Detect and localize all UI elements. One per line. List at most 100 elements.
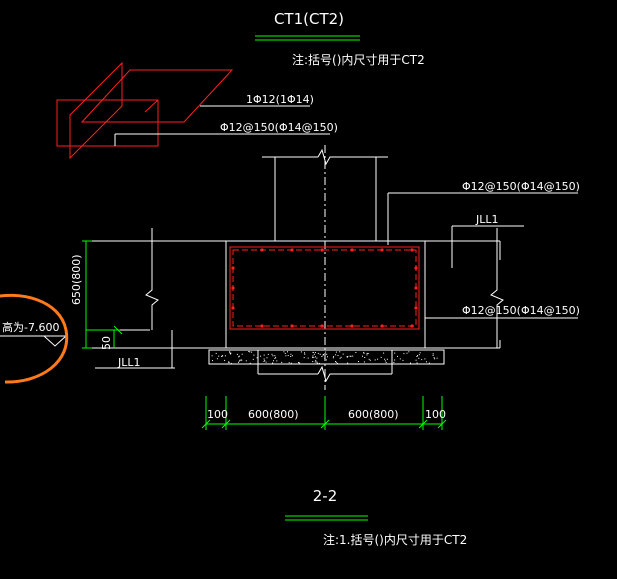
rebar-dot <box>290 324 294 328</box>
speckle-dot <box>340 356 342 358</box>
speckle-dot <box>368 358 370 360</box>
speckle-dot <box>271 353 273 355</box>
speckle-dot <box>325 351 327 353</box>
rebar-dot <box>260 248 264 252</box>
speckle-dot <box>397 355 398 357</box>
speckle-dot <box>394 359 396 361</box>
speckle-dot <box>339 351 341 353</box>
blinding-texture <box>211 351 438 364</box>
speckle-dot <box>410 362 411 364</box>
note-top: 注:括号()内尺寸用于CT2 <box>292 52 425 67</box>
speckle-dot <box>260 355 262 357</box>
speckle-dot <box>322 354 324 356</box>
speckle-dot <box>251 351 253 353</box>
speckle-dot <box>358 361 359 362</box>
speckle-dot <box>314 352 316 354</box>
break-line-right <box>490 228 504 348</box>
speckle-dot <box>221 355 223 357</box>
rebar-dot <box>380 324 384 328</box>
rebar-dot <box>414 286 418 290</box>
speckle-dot <box>230 362 232 364</box>
speckle-dot <box>272 362 274 364</box>
rebar-dot <box>231 266 235 270</box>
speckle-dot <box>325 359 327 361</box>
speckle-dot <box>316 357 318 359</box>
dim-height <box>82 240 123 349</box>
speckle-dot <box>383 352 385 354</box>
rebar-dot <box>260 324 264 328</box>
speckle-dot <box>263 361 265 362</box>
speckle-dot <box>324 357 326 359</box>
speckle-dot <box>393 362 395 363</box>
rebar-dot <box>350 248 354 252</box>
speckle-dot <box>363 361 365 363</box>
speckle-dot <box>323 354 324 355</box>
speckle-dot <box>228 362 230 364</box>
speckle-dot <box>307 357 309 359</box>
speckle-dot <box>273 360 274 362</box>
speckle-dot <box>315 359 317 361</box>
speckle-dot <box>433 357 435 359</box>
speckle-dot <box>418 354 420 356</box>
speckle-dot <box>287 355 289 356</box>
speckle-dot <box>315 356 316 358</box>
speckle-dot <box>347 355 349 357</box>
speckle-dot <box>337 362 338 364</box>
speckle-dot <box>403 353 405 355</box>
speckle-dot <box>317 352 319 354</box>
speckle-dot <box>263 358 265 360</box>
speckle-dot <box>288 362 290 364</box>
speckle-dot <box>238 361 239 363</box>
rebar-dot <box>410 324 414 328</box>
speckle-dot <box>346 356 348 358</box>
speckle-dot <box>419 352 421 354</box>
blinding-layer <box>208 349 445 365</box>
speckle-dot <box>314 361 316 363</box>
speckle-dot <box>272 355 274 357</box>
speckle-dot <box>417 355 418 357</box>
speckle-dot <box>228 361 229 363</box>
rebar-dot <box>350 324 354 328</box>
label-rebar-stirrup-top: Φ12@150(Φ14@150) <box>220 121 338 134</box>
speckle-dot <box>364 357 366 358</box>
speckle-dot <box>363 351 365 353</box>
speckle-dot <box>274 355 276 357</box>
speckle-dot <box>230 353 232 355</box>
speckle-dot <box>374 359 376 361</box>
speckle-dot <box>335 361 337 363</box>
speckle-dot <box>224 359 226 361</box>
speckle-dot <box>290 356 292 357</box>
rebar-dot <box>414 306 418 310</box>
speckle-dot <box>291 355 293 357</box>
speckle-dot <box>362 355 363 357</box>
speckle-dot <box>239 359 241 361</box>
speckle-dot <box>312 352 314 353</box>
speckle-dot <box>221 355 223 357</box>
label-dim-100-left: 100 <box>207 408 228 421</box>
speckle-dot <box>394 352 396 354</box>
highlight-circle <box>0 293 69 384</box>
rebar-dot <box>231 306 235 310</box>
elevation-marker <box>0 335 67 347</box>
speckle-dot <box>267 353 269 355</box>
speckle-dot <box>287 351 288 353</box>
speckle-dot <box>342 353 344 355</box>
speckle-dot <box>298 362 299 364</box>
speckle-dot <box>421 359 423 361</box>
speckle-dot <box>264 359 266 361</box>
speckle-dot <box>332 357 334 359</box>
speckle-dot <box>333 356 335 358</box>
speckle-dot <box>312 356 314 358</box>
speckle-dot <box>384 360 386 362</box>
speckle-dot <box>275 356 277 358</box>
speckle-dot <box>415 359 417 361</box>
rebar-dot <box>380 248 384 252</box>
speckle-dot <box>428 362 430 364</box>
speckle-dot <box>304 353 306 355</box>
speckle-dot <box>313 357 315 359</box>
speckle-dot <box>385 362 387 364</box>
speckle-dot <box>380 356 382 358</box>
speckle-dot <box>265 361 267 363</box>
speckle-dot <box>248 351 250 352</box>
